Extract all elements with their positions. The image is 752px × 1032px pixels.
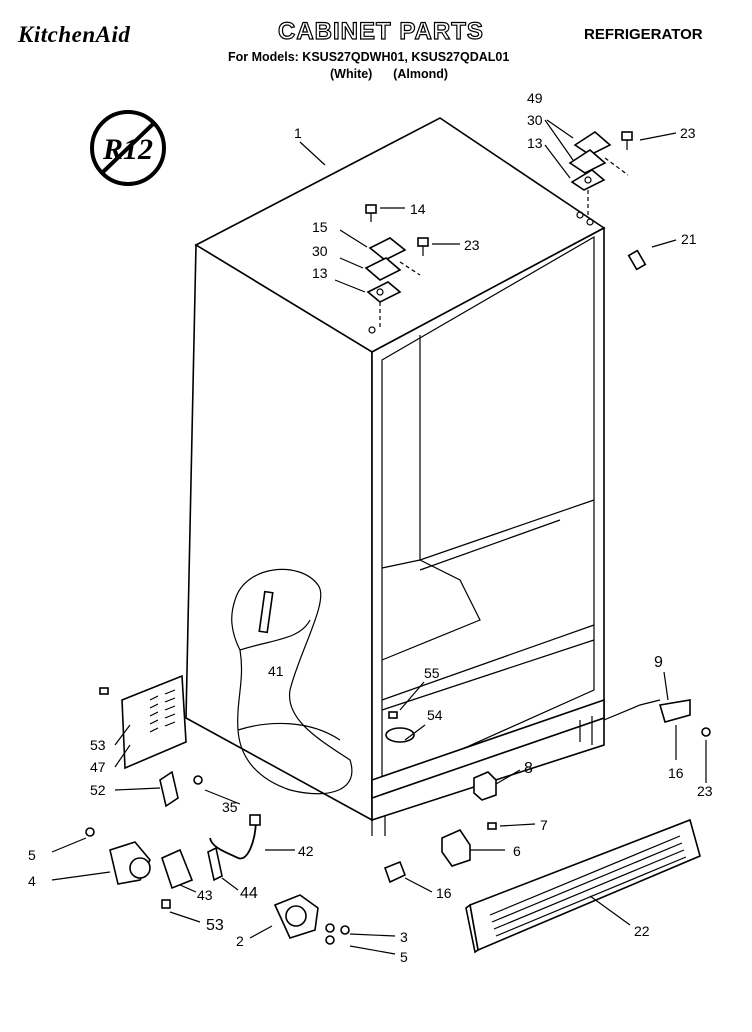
callout-15: 15 [312,219,328,235]
callout-6: 6 [513,843,521,859]
callout-42: 42 [298,843,314,859]
callout-16: 16 [668,765,684,781]
callout-30: 30 [312,243,328,259]
center-hinge-assembly [364,204,429,334]
callout-55: 55 [424,665,440,681]
callout-labels: 1 49 30 13 23 14 15 30 23 13 21 41 55 54… [28,90,713,965]
callout-7: 7 [540,817,548,833]
models-line: For Models: KSUS27QDWH01, KSUS27QDAL01 [228,50,510,64]
page-title: CABINET PARTS [277,17,484,45]
callout-5: 5 [400,949,408,965]
callout-54: 54 [427,707,443,723]
callout-43: 43 [197,887,213,903]
callout-4: 4 [28,873,36,889]
callout-16: 16 [436,885,452,901]
callout-35: 35 [222,799,238,815]
callout-30: 30 [527,112,543,128]
callout-47: 47 [90,759,106,775]
variants-line: (White) (Almond) [330,67,449,81]
callout-13: 13 [527,135,543,151]
callout-9: 9 [654,654,663,671]
callout-53: 53 [206,917,224,934]
callout-44: 44 [240,885,258,902]
callout-23: 23 [464,237,480,253]
callout-23: 23 [680,125,696,141]
cabinet-body [121,117,661,836]
callout-53: 53 [90,737,106,753]
callout-1: 1 [294,125,302,141]
leader-lines [51,119,707,955]
toe-grille [465,818,701,954]
brand-logo: KitchenAid [18,22,131,47]
callout-49: 49 [527,90,543,106]
appliance-type: REFRIGERATOR [584,26,703,43]
r12-badge: R12 [90,110,166,186]
callout-21: 21 [681,231,697,247]
lower-parts [85,590,711,945]
callout-8: 8 [524,760,533,777]
callout-22: 22 [634,923,650,939]
callout-5: 5 [28,847,36,863]
callout-3: 3 [400,929,408,945]
badge-text: R12 [102,133,153,166]
callout-13: 13 [312,265,328,281]
callout-52: 52 [90,782,106,798]
upper-hinge-assembly [568,131,647,271]
callout-23: 23 [697,783,713,799]
callout-2: 2 [236,933,244,949]
callout-14: 14 [410,201,426,217]
callout-41: 41 [268,663,284,679]
